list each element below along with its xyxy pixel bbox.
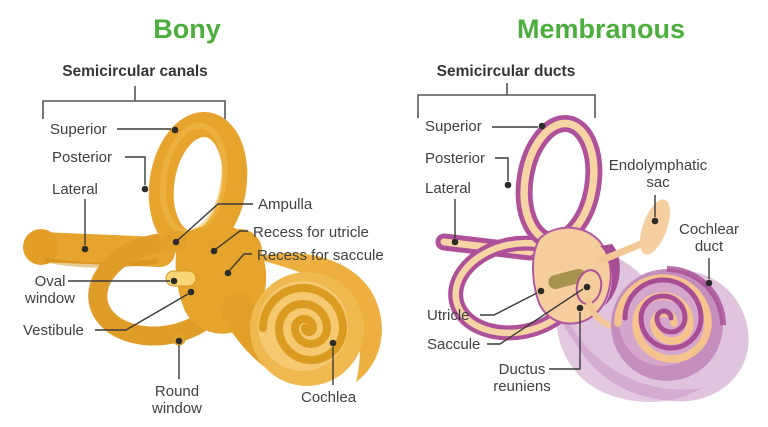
bony-lateral-ampulla-shape: [23, 229, 59, 265]
bony-lateral-label: Lateral: [52, 181, 98, 198]
membranous-panel-title: Membranous: [516, 14, 686, 44]
bony-labyrinth-illustration: [23, 111, 382, 386]
cochlear-duct-label: Cochlear duct: [678, 221, 740, 256]
membranous-posterior-label: Posterior: [425, 150, 486, 167]
ductus-reuniens-shape: [585, 297, 617, 330]
semicircular-canals-label: Semicircular canals: [62, 63, 208, 80]
membranous-olive-accent: [548, 268, 586, 290]
cochlea-label: Cochlea: [301, 389, 357, 406]
group-brackets: [42, 83, 596, 119]
membranous-superior-label: Superior: [425, 118, 482, 135]
leader-lines: [68, 126, 710, 385]
round-window-label: Round window: [151, 383, 203, 418]
semicircular-ducts-label: Semicircular ducts: [436, 63, 576, 80]
saccule-label: Saccule: [427, 336, 481, 353]
endolymphatic-sac-shape: [639, 199, 671, 255]
membranous-labyrinth-illustration: [435, 114, 749, 402]
utricle-label: Utricle: [427, 307, 470, 324]
bony-panel-title: Bony: [153, 14, 221, 44]
recess-for-saccule-label: Recess for saccule: [257, 247, 384, 264]
bony-semicircular-bracket: [42, 86, 226, 119]
membranous-cochlea-spiral: [622, 277, 704, 351]
membranous-wash-tail: [556, 300, 702, 402]
membranous-lateral-label: Lateral: [425, 180, 471, 197]
bony-oval-window-shape: [165, 270, 197, 287]
leader-dots: [81, 122, 713, 347]
recess-for-utricle-label: Recess for utricle: [253, 224, 369, 241]
bony-superior-label: Superior: [50, 121, 107, 138]
vestibule-label: Vestibule: [23, 322, 84, 339]
endolymphatic-sac-label: Endolymphatic sac: [608, 157, 708, 192]
membranous-vestibule-edge: [600, 244, 620, 306]
membranous-cochlea-rim: [666, 266, 726, 326]
bony-posterior-label: Posterior: [52, 149, 113, 166]
ductus-reuniens-label: Ductus reuniens: [493, 361, 551, 396]
bony-cochlea-spiral: [259, 284, 348, 364]
oval-window-label: Oval window: [24, 273, 76, 308]
bony-cochlea-shell-shape: [252, 252, 382, 382]
ampulla-label: Ampulla: [258, 196, 313, 213]
membranous-semicircular-bracket: [417, 83, 596, 118]
